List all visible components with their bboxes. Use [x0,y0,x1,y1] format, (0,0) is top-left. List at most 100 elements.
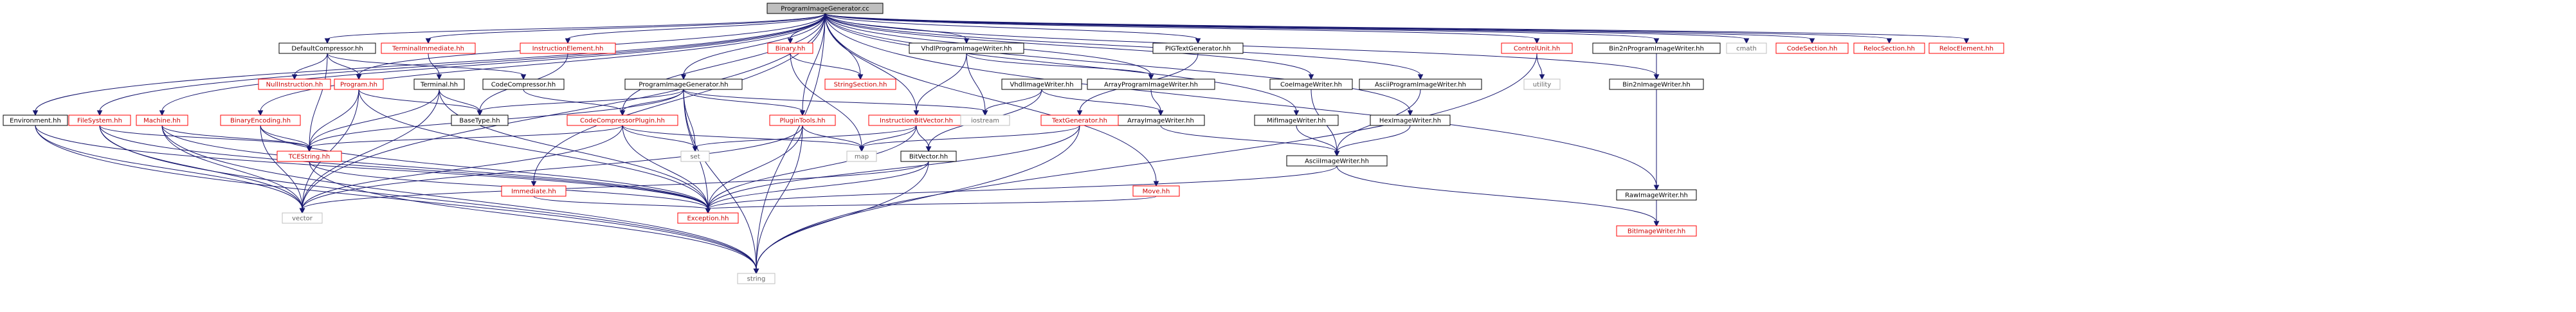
dependency-edge-fs-string [99,125,757,270]
node-strsection[interactable]: StringSection.hh [824,78,896,90]
node-program[interactable]: Program.hh [334,78,384,90]
node-defcomp[interactable]: DefaultCompressor.hh [278,42,376,54]
arrowhead [1417,74,1424,80]
node-relocsec[interactable]: RelocSection.hh [1853,42,1925,54]
node-b2piw[interactable]: Bin2nProgramImageWriter.hh [1592,42,1721,54]
dependency-edge-root-relocel [824,13,1967,40]
dependency-edge-mifiw-asciiiw [1296,125,1338,152]
node-binenc[interactable]: BinaryEncoding.hh [220,115,301,126]
arrowhead [619,110,626,116]
node-plugintools[interactable]: PluginTools.hh [769,115,836,126]
node-pig[interactable]: ProgramImageGenerator.hh [624,78,743,90]
node-label: Terminal.hh [420,82,458,89]
dependency-edge-fs-vector [99,125,303,210]
node-codecomp[interactable]: CodeCompressor.hh [482,78,565,90]
dependency-edge-textgen-exception [707,125,1080,210]
node-nullinstr[interactable]: NullInstruction.hh [258,78,331,90]
node-piqtg[interactable]: PIGTextGenerator.hh [1152,42,1244,54]
node-b2iw[interactable]: Bin2nImageWriter.hh [1609,78,1704,90]
node-textgen[interactable]: TextGenerator.hh [1040,115,1119,126]
node-iostream: iostream [960,115,1010,126]
node-box [3,115,68,126]
node-codesec[interactable]: CodeSection.hh [1775,42,1849,54]
node-apiw[interactable]: ArrayProgramImageWriter.hh [1087,78,1215,90]
node-label: ArrayImageWriter.hh [1127,118,1194,125]
dependency-edge-plugintools-map [802,125,862,148]
node-label: BinaryEncoding.hh [230,118,291,125]
node-label: ControlUnit.hh [1514,46,1560,53]
dependency-edge-defcomp-tcestring [309,53,328,148]
node-box [278,42,376,54]
node-box [1132,185,1180,197]
node-coeiw[interactable]: CoeImageWriter.hh [1269,78,1353,90]
node-vhdlpig[interactable]: VhdlProgramImageWriter.hh [909,42,1024,54]
node-root[interactable]: ProgramImageGenerator.cc [766,3,884,14]
node-move[interactable]: Move.hh [1132,185,1180,197]
node-machine[interactable]: Machine.hh [136,115,188,126]
node-instrel[interactable]: InstructionElement.hh [520,42,616,54]
node-aiw[interactable]: ArrayImageWriter.hh [1116,115,1205,126]
dependency-edge-pig-plugintools [683,89,803,112]
node-box [1928,42,2004,54]
node-immediate[interactable]: Immediate.hh [501,185,567,197]
node-mifiw[interactable]: MifImageWriter.hh [1254,115,1339,126]
node-env[interactable]: Environment.hh [3,115,68,126]
dependency-edge-ccplugin-map [622,125,862,148]
node-exception[interactable]: Exception.hh [677,212,739,224]
node-label: BitImageWriter.hh [1628,228,1685,235]
node-ccplugin[interactable]: CodeCompressorPlugin.hh [567,115,678,126]
node-bitvector[interactable]: BitVector.hh [900,151,957,162]
dependency-edge-textgen-map [861,125,1080,148]
node-box [258,78,331,90]
arrowhead [913,110,920,116]
node-string: string [737,273,776,284]
node-box [1152,42,1244,54]
arrowhead [1076,110,1083,116]
node-box [1616,189,1697,201]
node-binary[interactable]: Binary.hh [767,42,813,54]
dependency-edge-root-binary [790,13,826,40]
node-rawiw[interactable]: RawImageWriter.hh [1616,189,1697,201]
dependency-edge-root-fs [99,13,826,112]
dependency-edge-ibv-map [861,125,917,148]
node-bitiw[interactable]: BitImageWriter.hh [1616,225,1697,237]
node-box [1616,225,1697,237]
node-relocel[interactable]: RelocElement.hh [1928,42,2004,54]
dependency-edge-vhdlpig-ibv [916,53,967,112]
node-label: VhdlProgramImageWriter.hh [921,46,1011,53]
node-box [769,115,836,126]
dependency-edge-env-vector [35,125,303,210]
node-label: iostream [971,118,999,125]
node-cu[interactable]: ControlUnit.hh [1501,42,1573,54]
node-vhdliw[interactable]: VhdlImageWriter.hh [1001,78,1082,90]
arrowhead [1308,74,1314,80]
node-box [1370,115,1451,126]
node-terminal[interactable]: Terminal.hh [413,78,465,90]
node-hexiw[interactable]: HexImageWriter.hh [1370,115,1451,126]
dependency-edge-root-asciipiw [824,13,1421,76]
node-asciipiw[interactable]: AsciiProgramImageWriter.hh [1359,78,1482,90]
arrowhead [1653,38,1660,44]
arrowhead [476,110,483,116]
node-tcestring[interactable]: TCEString.hh [277,151,342,162]
node-box [1775,42,1849,54]
dependency-edge-pig-basetype [479,89,684,112]
node-box [1269,78,1353,90]
node-box [960,115,1010,126]
node-termimm[interactable]: TerminalImmediate.hh [381,42,476,54]
node-asciiiw[interactable]: AsciiImageWriter.hh [1286,155,1388,167]
node-label: DefaultCompressor.hh [291,46,363,53]
node-fs[interactable]: FileSystem.hh [68,115,131,126]
node-label: Bin2nImageWriter.hh [1622,82,1690,89]
arrowhead [1534,38,1540,44]
node-label: CoeImageWriter.hh [1280,82,1342,89]
node-label: StringSection.hh [834,82,887,89]
arrowhead [1653,74,1660,80]
node-basetype[interactable]: BaseType.hh [451,115,509,126]
node-label: ProgramImageGenerator.cc [781,6,869,13]
dependency-edge-program-exception [358,89,709,210]
node-label: Move.hh [1143,188,1170,196]
node-ibv[interactable]: InstructionBitVector.hh [868,115,965,126]
dependency-edge-ccplugin-exception [622,125,709,210]
